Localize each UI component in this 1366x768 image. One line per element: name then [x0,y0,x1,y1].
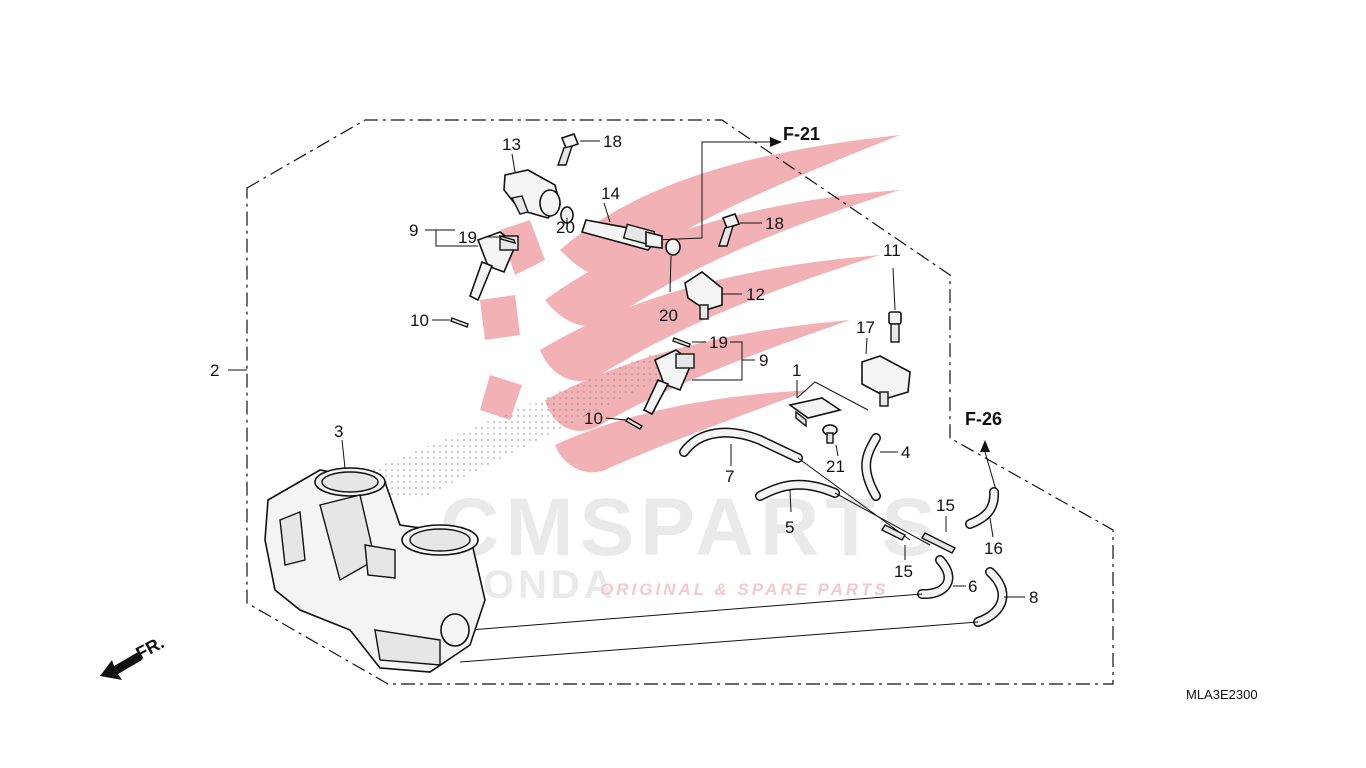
callout-20-lower: 20 [659,306,678,325]
callout-13: 13 [502,135,521,154]
callout-7: 7 [725,467,734,486]
diagram-code: MLA3E2300 [1186,687,1258,702]
part-9-injector-upper [469,231,519,302]
callout-19-upper: 19 [458,228,477,247]
callout-11: 11 [883,241,901,260]
watermark-brand: CMSPARTS [440,482,942,573]
callout-1: 1 [792,361,801,380]
part-13-joint [503,169,561,219]
part-11-bolt [888,311,902,343]
callout-20-upper: 20 [556,218,575,237]
part-3-throttle-body [264,467,486,673]
part-10-seal-upper [450,317,469,328]
callout-21: 21 [826,457,845,476]
callout-17: 17 [856,318,875,337]
hose-link-line [797,457,911,541]
part-15-joint-left [881,524,906,541]
part-10-seal-lower [625,417,643,430]
part-12-connector [684,271,723,320]
callout-2: 2 [210,361,219,380]
part-18-bolt-upper [557,133,580,166]
callout-12: 12 [746,285,765,304]
ref-f26: F-26 [965,409,1002,429]
callout-18-lower: 18 [765,214,784,233]
callout-6: 6 [968,577,977,596]
callout-9-lower: 9 [759,351,768,370]
callout-14: 14 [601,184,620,203]
part-21-bolt [822,424,838,444]
part-14-fuel-rail [580,219,663,251]
part-17-sensor [861,355,911,407]
callout-3: 3 [334,422,343,441]
callout-4: 4 [901,443,910,462]
callout-10-lower: 10 [584,409,603,428]
hose-run-lower [459,621,979,663]
f21-arrow-icon [770,137,782,147]
f21-leader [654,141,770,241]
callout-16: 16 [984,539,1003,558]
ref-f21: F-21 [783,124,820,144]
part-18-bolt-lower [718,213,741,247]
callout-9-upper: 9 [409,221,418,240]
callout-5: 5 [785,518,794,537]
part-20-oring-lower [665,238,681,256]
watermark-tagline: ORIGINAL & SPARE PARTS [600,580,889,599]
stipple-shadow [370,350,690,500]
part-19-seal-lower [672,337,691,348]
assembly-boundary [246,119,1114,685]
callout-15-lower: 15 [894,562,913,581]
f26-leader [984,451,997,491]
callout-15-upper: 15 [936,496,955,515]
part-9-injector-lower [642,349,695,416]
callout-18-upper: 18 [603,132,622,151]
callout-19-lower: 19 [709,333,728,352]
front-arrow-icon [100,652,142,680]
part-19-seal-upper [498,234,517,245]
part-1-bracket [788,397,842,428]
f26-arrow-icon [980,440,990,452]
part-15-joint-right [921,532,956,554]
callout-8: 8 [1029,588,1038,607]
callout-10-upper: 10 [410,311,429,330]
hose-run-upper [469,593,923,631]
